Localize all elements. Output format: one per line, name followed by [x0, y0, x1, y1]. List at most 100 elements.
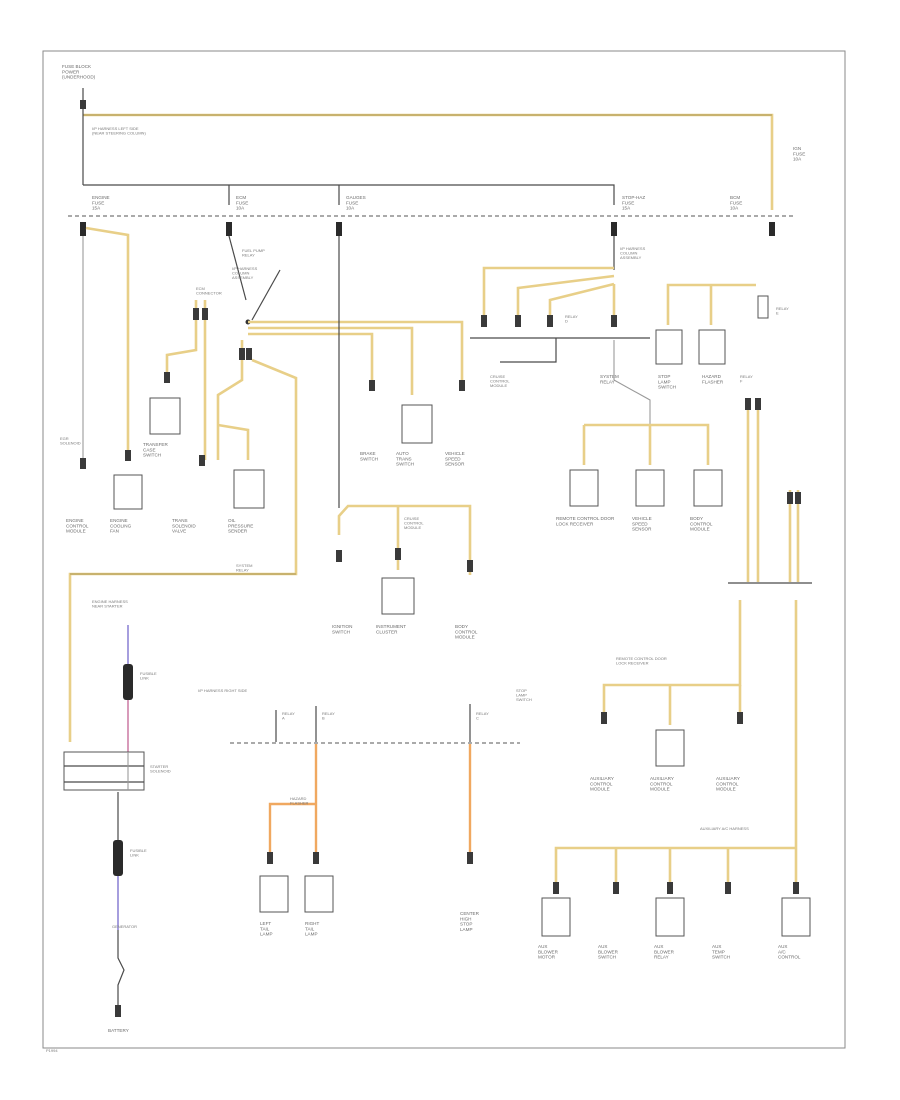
- right-tail-lamp: [304, 875, 334, 913]
- conn-center-lamp: [467, 852, 473, 864]
- conn-instrument: [395, 548, 401, 560]
- fuse-ecm: [226, 222, 232, 236]
- conn-tail-r: [313, 852, 319, 864]
- stop-yellow-main: [482, 266, 614, 325]
- conn-bot-4: [725, 882, 731, 894]
- mid-bus-note: I/P HARNESS RIGHT SIDE: [198, 688, 248, 693]
- ecm-feed-left: [248, 332, 374, 385]
- ignition-bus: [83, 184, 615, 205]
- ecm-lead: [228, 235, 247, 301]
- fuse-gauges: [336, 222, 342, 236]
- engine-cooling-fan: [113, 474, 143, 510]
- fusible-link-bottom: [113, 840, 123, 876]
- ecm-feed-mid: [248, 326, 414, 395]
- oil-pressure-sender: [233, 469, 265, 509]
- conn-tail-l: [267, 852, 273, 864]
- conn-ign-sw: [336, 550, 342, 562]
- conn-ecm-b: [202, 308, 208, 320]
- stop-ground-tap: [500, 338, 557, 363]
- conn-ecm-a: [193, 308, 199, 320]
- fusible-link-top: [123, 664, 133, 700]
- page-id: P1994: [46, 1048, 58, 1053]
- aux-ac-control: [781, 897, 811, 937]
- conn-stop-3: [547, 315, 553, 327]
- conn-ts: [164, 372, 170, 383]
- left-tail-lamp: [259, 875, 289, 913]
- conn-stop-4: [611, 315, 617, 327]
- conn-stop-2: [515, 315, 521, 327]
- conn-rf-b: [755, 398, 761, 410]
- fuse-bcm: [769, 222, 775, 236]
- auto-trans-switch: [401, 404, 433, 444]
- starter-solenoid: [63, 751, 145, 791]
- conn-aux-3: [737, 712, 743, 724]
- splice-note: I/P HARNESS LEFT SIDE(NEAR STEERING COLU…: [92, 126, 146, 136]
- starter-feed: [68, 358, 298, 742]
- conn-bot-2: [613, 882, 619, 894]
- conn-trans-sol: [199, 455, 205, 466]
- conn-rf-a: [745, 398, 751, 410]
- conn-engine-right: [125, 450, 131, 461]
- stop-module-3: [693, 469, 723, 507]
- right-relay-2: [698, 329, 726, 365]
- source-connector: [80, 100, 86, 109]
- engine-yellow-wire: [85, 226, 130, 460]
- aux-control-2: [655, 729, 685, 767]
- conn-splice-a: [239, 348, 245, 360]
- conn-bot-1: [553, 882, 559, 894]
- stop-yellow-3: [548, 282, 615, 325]
- aux-harness-bus: [554, 846, 796, 890]
- stop-yellow-2: [516, 274, 615, 325]
- stop-module-2: [635, 469, 665, 507]
- ecm-feed-right: [248, 320, 464, 385]
- aux-feed: [602, 600, 742, 720]
- aux-blower-relay: [655, 897, 685, 937]
- oil-branch: [216, 340, 244, 460]
- conn-splice-b: [246, 348, 252, 360]
- diagram-frame: [42, 50, 846, 1049]
- fuse-engine: [80, 222, 86, 236]
- gauges-yellow: [337, 504, 472, 575]
- stop-gray: [613, 340, 651, 425]
